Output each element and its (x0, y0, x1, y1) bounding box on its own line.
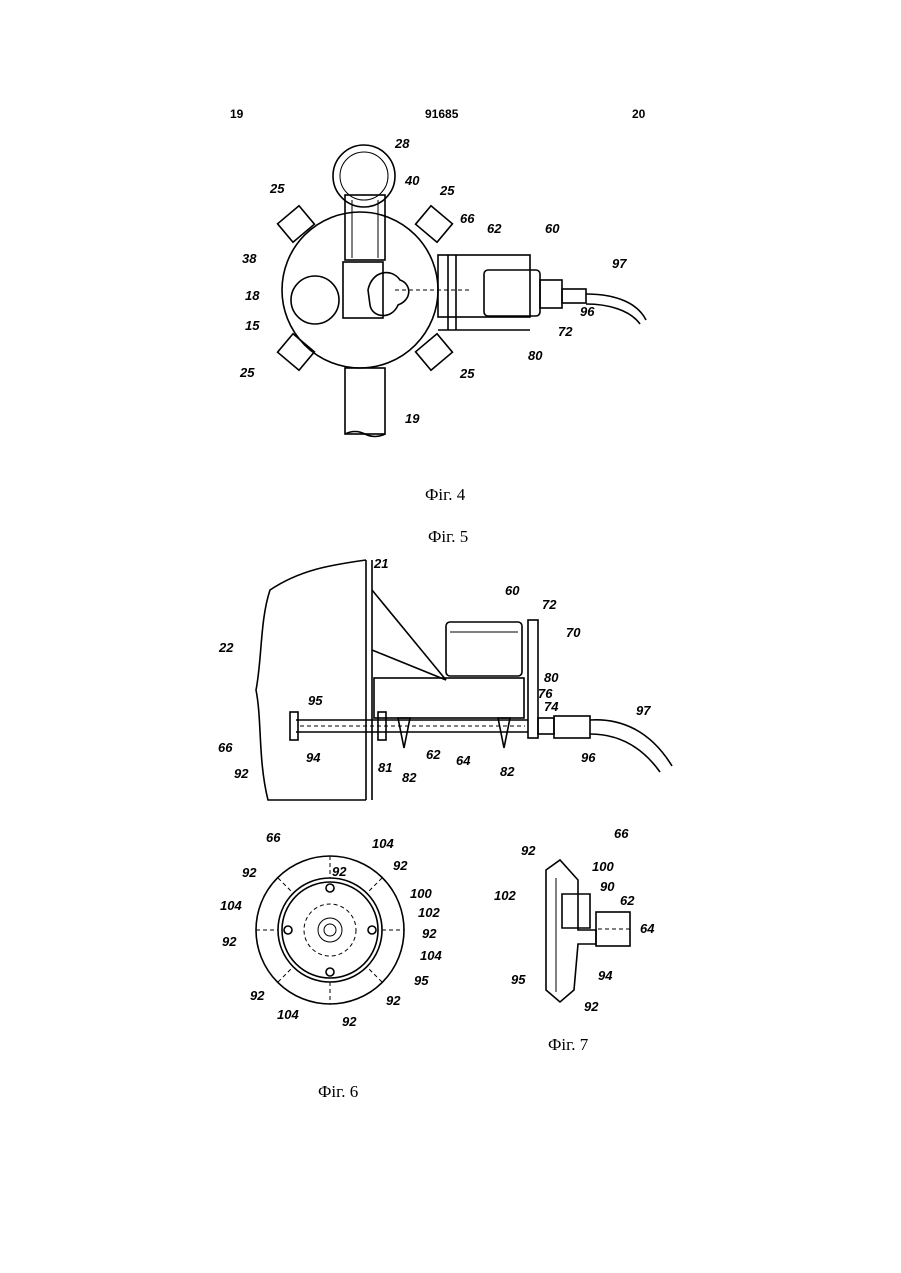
reference-label: 95 (511, 972, 526, 987)
reference-label: 92 (342, 1014, 357, 1029)
reference-label: 62 (426, 747, 441, 762)
reference-label: 92 (521, 843, 536, 858)
reference-label: 82 (500, 764, 515, 779)
reference-label: 66 (460, 211, 475, 226)
reference-label: 66 (614, 826, 629, 841)
reference-label: 94 (598, 968, 613, 983)
reference-label: 95 (308, 693, 323, 708)
reference-label: 21 (373, 556, 388, 571)
reference-label: 62 (620, 893, 635, 908)
reference-label: 97 (612, 256, 627, 271)
reference-label: 60 (505, 583, 520, 598)
reference-label: 90 (600, 879, 615, 894)
reference-label: 100 (592, 859, 614, 874)
caption-fig4: Фіг. 4 (425, 485, 465, 505)
reference-label: 62 (487, 221, 502, 236)
reference-label: 25 (439, 183, 455, 198)
reference-label: 97 (636, 703, 651, 718)
caption-fig7: Фіг. 7 (548, 1035, 588, 1055)
reference-label: 92 (422, 926, 437, 941)
reference-label: 66 (266, 830, 281, 845)
reference-label: 18 (245, 288, 260, 303)
reference-label: 92 (222, 934, 237, 949)
reference-label: 92 (584, 999, 599, 1014)
reference-label: 25 (269, 181, 285, 196)
reference-label: 25 (459, 366, 475, 381)
reference-label: 64 (640, 921, 655, 936)
reference-label: 22 (218, 640, 234, 655)
reference-label: 92 (234, 766, 249, 781)
reference-label: 96 (580, 304, 595, 319)
reference-label: 92 (393, 858, 408, 873)
reference-label: 92 (242, 865, 257, 880)
reference-label: 102 (418, 905, 440, 920)
reference-label: 104 (220, 898, 242, 913)
reference-label: 64 (456, 753, 471, 768)
reference-label: 15 (245, 318, 260, 333)
figure-6-drawing (256, 856, 404, 1004)
reference-label: 92 (386, 993, 401, 1008)
caption-fig6: Фіг. 6 (318, 1082, 358, 1102)
reference-label: 104 (372, 836, 394, 851)
reference-label: 38 (242, 251, 257, 266)
reference-label: 66 (218, 740, 233, 755)
reference-label: 25 (239, 365, 255, 380)
figure-7-drawing (546, 860, 630, 1002)
figure-4-drawing (278, 145, 646, 437)
reference-label: 102 (494, 888, 516, 903)
reference-label: 70 (566, 625, 581, 640)
reference-label: 92 (332, 864, 347, 879)
reference-label: 80 (528, 348, 543, 363)
reference-label: 60 (545, 221, 560, 236)
reference-label: 104 (277, 1007, 299, 1022)
reference-label: 104 (420, 948, 442, 963)
reference-label: 94 (306, 750, 321, 765)
reference-label: 92 (250, 988, 265, 1003)
reference-label: 19 (405, 411, 420, 426)
reference-label: 96 (581, 750, 596, 765)
reference-label: 72 (542, 597, 557, 612)
reference-label: 40 (404, 173, 420, 188)
reference-label: 82 (402, 770, 417, 785)
reference-label: 95 (414, 973, 429, 988)
reference-label: 72 (558, 324, 573, 339)
reference-label: 74 (544, 699, 559, 714)
caption-fig5: Фіг. 5 (428, 527, 468, 547)
reference-label: 100 (410, 886, 432, 901)
reference-label: 81 (378, 760, 392, 775)
reference-label: 28 (394, 136, 410, 151)
reference-label: 80 (544, 670, 559, 685)
